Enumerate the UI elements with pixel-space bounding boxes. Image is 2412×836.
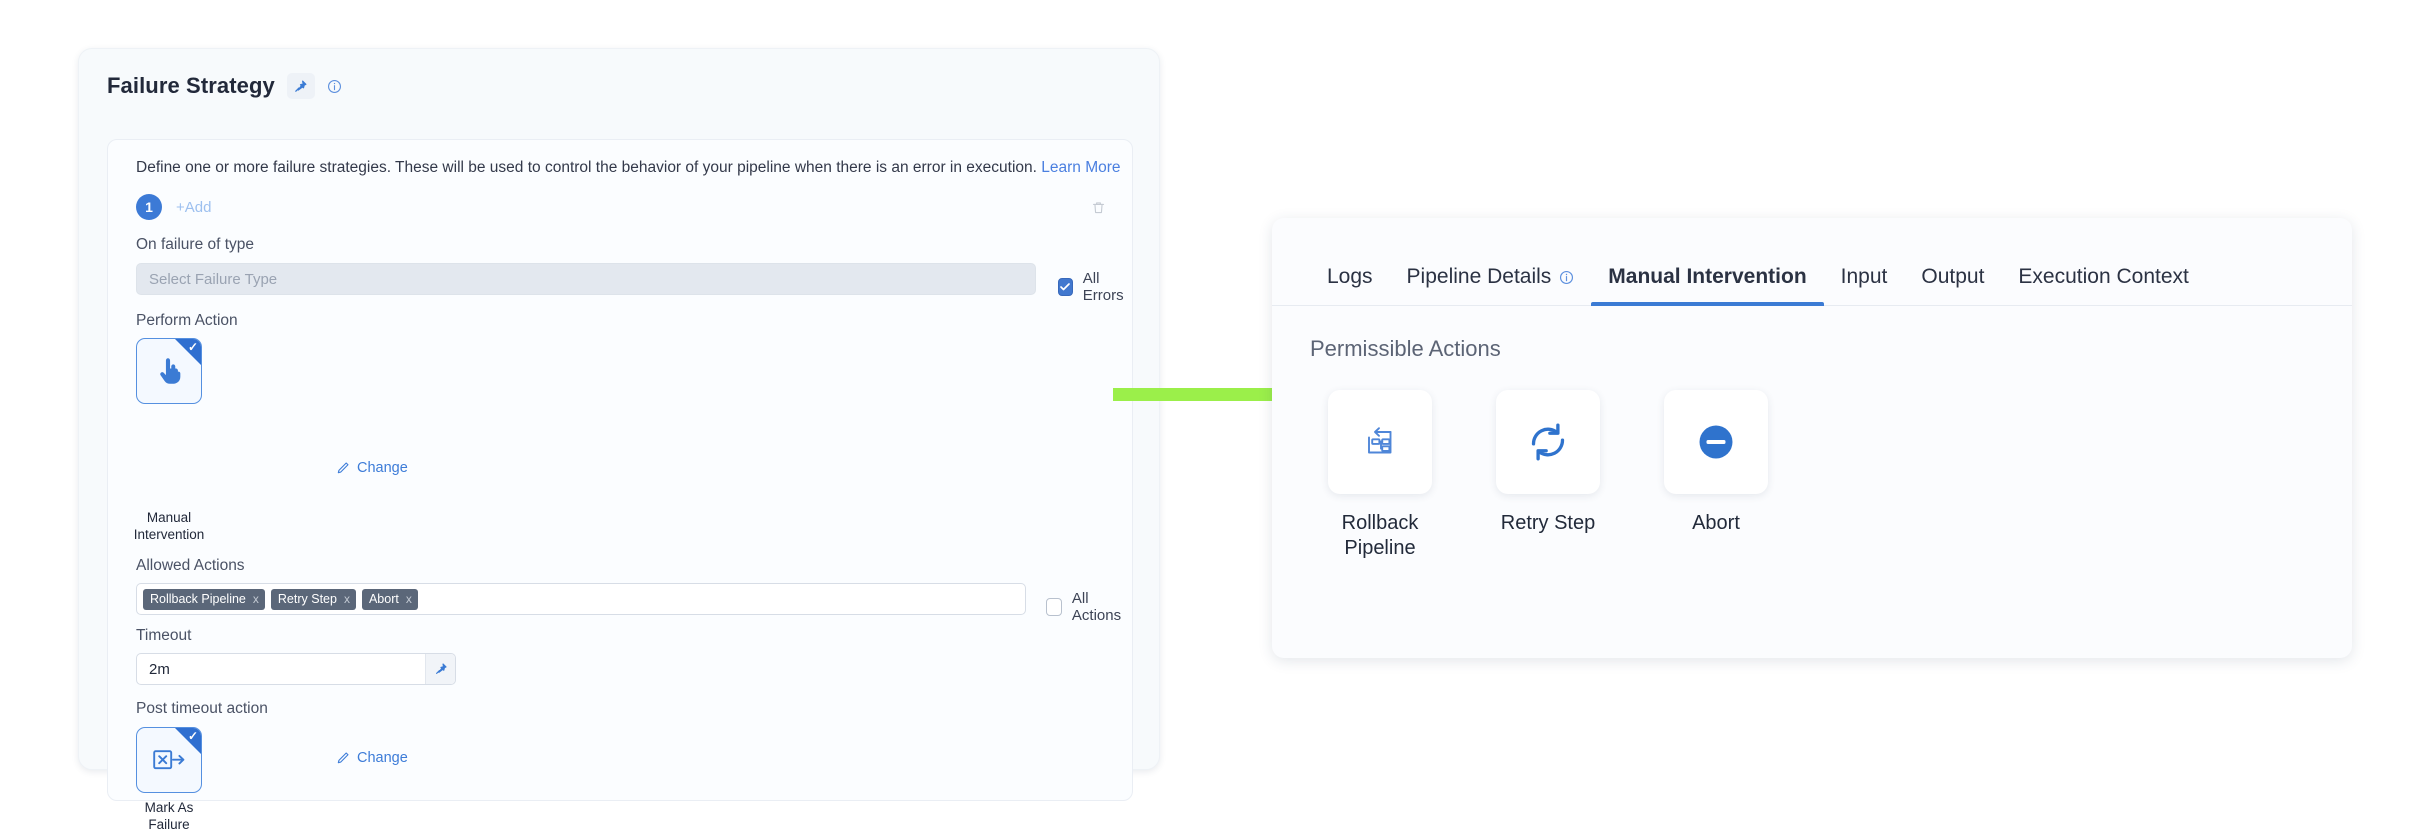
all-actions-checkbox-row[interactable]: All Actions: [1046, 590, 1132, 624]
chip-label: Rollback Pipeline: [150, 591, 246, 606]
info-circle-icon[interactable]: [1559, 270, 1574, 285]
all-actions-checkbox[interactable]: [1046, 598, 1062, 616]
timeout-input[interactable]: 2m: [136, 653, 456, 685]
action-label: Rollback Pipeline: [1326, 511, 1434, 561]
pin-icon[interactable]: [286, 73, 315, 99]
tab-bar: Logs Pipeline Details Manual Interventio…: [1272, 218, 2352, 306]
action-label-line1: Abort: [1692, 512, 1740, 534]
rollback-pipeline-icon: [1360, 422, 1400, 462]
action-label-line1: Retry Step: [1500, 512, 1596, 534]
change-label: Change: [357, 460, 408, 476]
list-item[interactable]: Retry Step x: [270, 588, 356, 610]
tab-label: Input: [1840, 265, 1888, 288]
tab-pipeline-details[interactable]: Pipeline Details: [1390, 265, 1592, 305]
post-timeout-caption-line1: Mark As: [144, 800, 194, 815]
permissible-action-rollback-pipeline[interactable]: Rollback Pipeline: [1326, 390, 1434, 561]
pin-icon[interactable]: [425, 654, 455, 684]
trash-icon[interactable]: [1091, 199, 1106, 216]
tab-input[interactable]: Input: [1824, 265, 1905, 305]
chip-label: Abort: [368, 591, 399, 606]
permissible-actions-title: Permissible Actions: [1310, 336, 1501, 361]
close-icon[interactable]: x: [405, 591, 412, 606]
tab-output[interactable]: Output: [1904, 265, 2001, 305]
learn-more-link[interactable]: Learn More: [1041, 159, 1121, 176]
perform-action-caption-line1: Manual: [146, 510, 192, 525]
tab-label: Execution Context: [2018, 265, 2189, 288]
info-circle-icon[interactable]: [327, 79, 342, 94]
manual-intervention-body: Permissible Actions: [1272, 306, 2352, 561]
allowed-actions-label: Allowed Actions: [136, 557, 245, 574]
selected-corner: [175, 728, 201, 754]
strategy-inner-card: Define one or more failure strategies. T…: [107, 139, 1133, 832]
failure-strategy-panel: Failure Strategy Define one or more fail…: [78, 48, 1160, 832]
allowed-actions-input[interactable]: Rollback Pipeline x Retry Step x Abort x: [136, 583, 1026, 615]
action-label: Abort: [1662, 511, 1770, 536]
mark-as-failure-icon: [137, 728, 201, 792]
close-icon[interactable]: x: [252, 591, 259, 606]
selected-corner: [175, 339, 201, 365]
failure-type-select[interactable]: Select Failure Type: [136, 263, 1036, 295]
all-errors-label: All Errors: [1082, 270, 1124, 304]
all-errors-checkbox[interactable]: [1058, 278, 1073, 296]
perform-action-caption: Manual Intervention: [124, 510, 214, 544]
action-label: Retry Step: [1494, 511, 1602, 536]
perform-action-card[interactable]: ✓: [136, 338, 202, 404]
change-perform-action-button[interactable]: Change: [336, 460, 408, 476]
close-icon[interactable]: x: [343, 591, 350, 606]
on-failure-label: On failure of type: [136, 236, 255, 253]
action-label-line1: Rollback: [1341, 512, 1419, 534]
permissible-actions-grid: Rollback Pipeline: [1310, 390, 2314, 561]
tab-logs[interactable]: Logs: [1310, 265, 1390, 305]
strategy-index-badge[interactable]: 1: [136, 194, 162, 220]
panel-description: Define one or more failure strategies. T…: [136, 158, 1121, 178]
tab-label: Output: [1921, 265, 1985, 288]
chip-label: Retry Step: [277, 591, 337, 606]
list-item[interactable]: Rollback Pipeline x: [143, 588, 265, 610]
selected-check-icon: ✓: [187, 729, 198, 743]
abort-tile[interactable]: [1664, 390, 1768, 494]
panel-header: Failure Strategy: [79, 49, 1159, 103]
tab-label: Pipeline Details: [1406, 265, 1552, 288]
timeout-value: 2m: [149, 660, 170, 678]
list-item[interactable]: Abort x: [361, 588, 418, 610]
all-actions-label: All Actions: [1071, 590, 1122, 624]
execution-details-panel: Logs Pipeline Details Manual Interventio…: [1272, 218, 2352, 658]
post-timeout-action-caption: Mark As Failure: [124, 800, 214, 834]
tab-label: Manual Intervention: [1608, 265, 1807, 288]
selected-check-icon: ✓: [187, 340, 198, 354]
change-label: Change: [357, 750, 408, 766]
tab-manual-intervention[interactable]: Manual Intervention: [1591, 265, 1825, 306]
tab-execution-context[interactable]: Execution Context: [2001, 265, 2205, 305]
pointing-hand-icon: [137, 339, 201, 403]
post-timeout-label: Post timeout action: [136, 700, 268, 717]
all-errors-checkbox-row[interactable]: All Errors: [1058, 270, 1132, 304]
abort-minus-circle-icon: [1692, 418, 1740, 466]
add-strategy-button[interactable]: +Add: [176, 198, 212, 216]
change-post-timeout-action-button[interactable]: Change: [336, 750, 408, 766]
perform-action-label: Perform Action: [136, 312, 238, 329]
page-title: Failure Strategy: [107, 73, 275, 98]
permissible-action-abort[interactable]: Abort: [1662, 390, 1770, 561]
tab-label: Logs: [1327, 265, 1373, 288]
post-timeout-action-card[interactable]: ✓: [136, 727, 202, 793]
description-text: Define one or more failure strategies. T…: [136, 159, 1037, 176]
retry-step-tile[interactable]: [1496, 390, 1600, 494]
post-timeout-caption-line2: Failure: [148, 816, 190, 832]
action-label-line2: Pipeline: [1344, 537, 1416, 559]
perform-action-caption-line2: Intervention: [133, 526, 205, 542]
retry-icon: [1525, 419, 1571, 465]
rollback-pipeline-tile[interactable]: [1328, 390, 1432, 494]
strategy-tabs-row: 1 +Add: [136, 192, 1106, 222]
permissible-action-retry-step[interactable]: Retry Step: [1494, 390, 1602, 561]
failure-type-placeholder: Select Failure Type: [149, 270, 278, 288]
timeout-label: Timeout: [136, 627, 192, 644]
